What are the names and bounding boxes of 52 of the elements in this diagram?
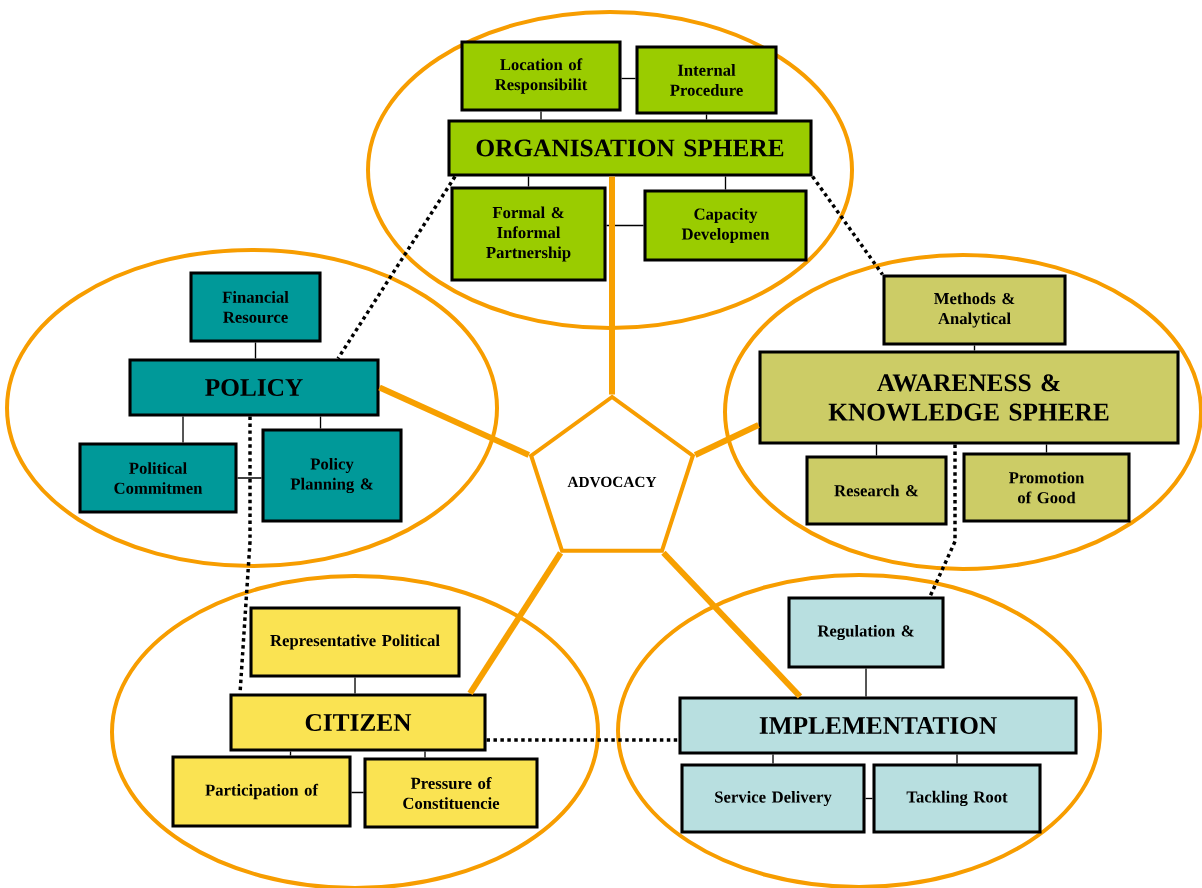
sphere-title-box: AWARENESS & KNOWLEDGE SPHERE xyxy=(758,350,1180,445)
connector-line xyxy=(705,113,708,121)
topic-box: Financial Resource xyxy=(189,271,322,343)
connector-line xyxy=(724,175,727,191)
spoke-line xyxy=(609,176,615,395)
dotted-link xyxy=(336,175,457,360)
connector-line xyxy=(864,797,874,800)
connector-line xyxy=(424,750,426,759)
topic-box: Research & xyxy=(805,455,948,526)
dotted-link xyxy=(486,738,679,742)
topic-box: Internal Procedure xyxy=(635,45,778,115)
topic-box: Policy Planning & xyxy=(261,428,403,523)
spoke-line xyxy=(467,551,564,696)
topic-box: Location of Responsibilit xyxy=(460,40,622,112)
connector-line xyxy=(865,667,867,698)
topic-box: Methods & Analytical xyxy=(882,274,1067,346)
topic-box: Tackling Root xyxy=(872,763,1042,834)
connector-line xyxy=(527,175,530,188)
connector-line xyxy=(236,477,263,479)
topic-box: Service Delivery xyxy=(680,763,866,834)
connector-line xyxy=(319,415,322,430)
connector-line xyxy=(973,344,976,352)
connector-line xyxy=(605,224,645,227)
dotted-link xyxy=(811,175,884,276)
topic-box: Formal & Informal Partnership xyxy=(450,186,607,282)
connector-line xyxy=(254,341,257,360)
sphere-title-box: POLICY xyxy=(128,358,380,417)
connector-line xyxy=(354,676,356,695)
sphere-title-box: IMPLEMENTATION xyxy=(678,696,1078,755)
topic-box: Political Commitmen xyxy=(78,442,238,514)
connector-line xyxy=(772,753,774,765)
topic-box: Capacity Developmen xyxy=(643,189,808,262)
connector-line xyxy=(875,443,878,457)
connector-line xyxy=(289,750,292,757)
sphere-ellipse xyxy=(366,10,854,330)
topic-box: Participation of xyxy=(171,755,352,828)
connector-line xyxy=(620,77,637,80)
topic-box: Representative Political xyxy=(249,606,461,678)
topic-box: Regulation & xyxy=(787,596,945,669)
spoke-line xyxy=(693,422,760,458)
dotted-link xyxy=(928,444,957,598)
sphere-title-box: ORGANISATION SPHERE xyxy=(447,119,813,177)
connector-line xyxy=(182,415,184,444)
connector-line xyxy=(350,791,365,794)
connector-line xyxy=(1045,443,1048,454)
spoke-line xyxy=(661,550,803,699)
topic-box: Promotion of Good xyxy=(962,452,1131,523)
spoke-line xyxy=(378,384,531,458)
topic-box: Pressure of Constituencie xyxy=(363,757,539,829)
connector-line xyxy=(540,110,542,121)
sphere-title-box: CITIZEN xyxy=(229,693,487,752)
connector-line xyxy=(956,753,958,765)
